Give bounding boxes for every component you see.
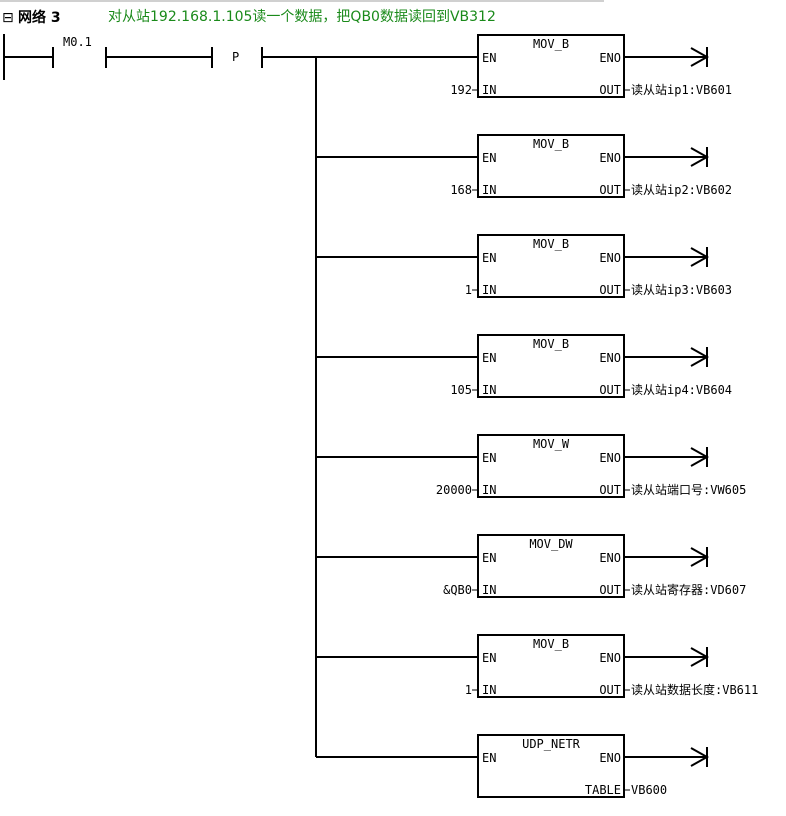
block-box [477, 334, 625, 398]
out-operand: 读从站端口号:VW605 [631, 483, 746, 497]
eno-pin-label: ENO [599, 451, 621, 465]
out-pin-label: OUT [599, 83, 621, 97]
in-pin-label: IN [482, 583, 496, 597]
eno-pin-label: ENO [599, 551, 621, 565]
en-pin-label: EN [482, 51, 496, 65]
out-operand: VB600 [631, 783, 667, 797]
out-pin-label: OUT [599, 483, 621, 497]
in-operand: 20000 [436, 483, 472, 497]
block-box [477, 234, 625, 298]
eno-pin-label: ENO [599, 351, 621, 365]
block-title: MOV_B [533, 237, 569, 251]
block-title: MOV_B [533, 337, 569, 351]
en-pin-label: EN [482, 751, 496, 765]
eno-pin-label: ENO [599, 251, 621, 265]
function-block[interactable]: MOV_B EN ENO IN 192 OUT 读从站ip1:VB601 [316, 34, 732, 98]
contact-m0-1[interactable]: M0.1 [4, 35, 107, 68]
network-title: 网络 3 [18, 9, 61, 26]
out-operand: 读从站ip2:VB602 [631, 183, 732, 197]
out-operand: 读从站寄存器:VD607 [631, 582, 746, 597]
in-pin-label: IN [482, 683, 496, 697]
out-operand: 读从站ip4:VB604 [631, 383, 732, 397]
eno-pin-label: ENO [599, 51, 621, 65]
edge-label: P [232, 50, 239, 64]
collapse-toggle-icon[interactable]: ⊟ [2, 10, 14, 26]
en-pin-label: EN [482, 351, 496, 365]
function-block[interactable]: MOV_B EN ENO IN 168 OUT 读从站ip2:VB602 [316, 134, 732, 198]
en-pin-label: EN [482, 551, 496, 565]
en-pin-label: EN [482, 451, 496, 465]
function-block[interactable]: MOV_B EN ENO IN 1 OUT 读从站ip3:VB603 [316, 234, 732, 298]
block-title: UDP_NETR [522, 737, 581, 751]
in-operand: 168 [450, 183, 472, 197]
out-operand: 读从站ip3:VB603 [631, 283, 732, 297]
en-pin-label: EN [482, 251, 496, 265]
function-block[interactable]: MOV_W EN ENO IN 20000 OUT 读从站端口号:VW605 [316, 434, 746, 498]
block-title: MOV_DW [529, 537, 573, 551]
in-operand: 192 [450, 83, 472, 97]
out-pin-label: OUT [599, 383, 621, 397]
eno-pin-label: ENO [599, 151, 621, 165]
out-pin-label: OUT [599, 583, 621, 597]
in-pin-label: IN [482, 283, 496, 297]
en-pin-label: EN [482, 151, 496, 165]
block-box [477, 734, 625, 798]
function-block[interactable]: MOV_B EN ENO IN 1 OUT 读从站数据长度:VB611 [316, 634, 758, 698]
block-box [477, 534, 625, 598]
out-pin-label: OUT [599, 283, 621, 297]
block-box [477, 134, 625, 198]
block-title: MOV_B [533, 637, 569, 651]
in-operand: 105 [450, 383, 472, 397]
contact-label: M0.1 [63, 35, 92, 49]
block-title: MOV_B [533, 137, 569, 151]
eno-pin-label: ENO [599, 651, 621, 665]
block-box [477, 34, 625, 98]
out-pin-label: TABLE [585, 783, 621, 797]
block-box [477, 434, 625, 498]
in-pin-label: IN [482, 183, 496, 197]
en-pin-label: EN [482, 651, 496, 665]
in-operand: &QB0 [443, 583, 472, 597]
block-title: MOV_B [533, 37, 569, 51]
eno-pin-label: ENO [599, 751, 621, 765]
function-block[interactable]: UDP_NETR EN ENO TABLE VB600 [316, 734, 710, 798]
block-title: MOV_W [533, 437, 570, 451]
out-operand: 读从站ip1:VB601 [631, 83, 732, 97]
function-block[interactable]: MOV_B EN ENO IN 105 OUT 读从站ip4:VB604 [316, 334, 732, 398]
in-pin-label: IN [482, 483, 496, 497]
out-pin-label: OUT [599, 683, 621, 697]
positive-edge[interactable]: P [107, 47, 316, 68]
function-block[interactable]: MOV_DW EN ENO IN&QB0 OUT 读从站寄存器:VD607 [316, 534, 746, 598]
in-operand: 1 [465, 283, 472, 297]
in-operand: 1 [465, 683, 472, 697]
out-operand: 读从站数据长度:VB611 [631, 682, 758, 697]
network-comment[interactable]: 对从站192.168.1.105读一个数据，把QB0数据读回到VB312 [108, 8, 496, 25]
in-pin-label: IN [482, 383, 496, 397]
out-pin-label: OUT [599, 183, 621, 197]
block-box [477, 634, 625, 698]
in-pin-label: IN [482, 83, 496, 97]
